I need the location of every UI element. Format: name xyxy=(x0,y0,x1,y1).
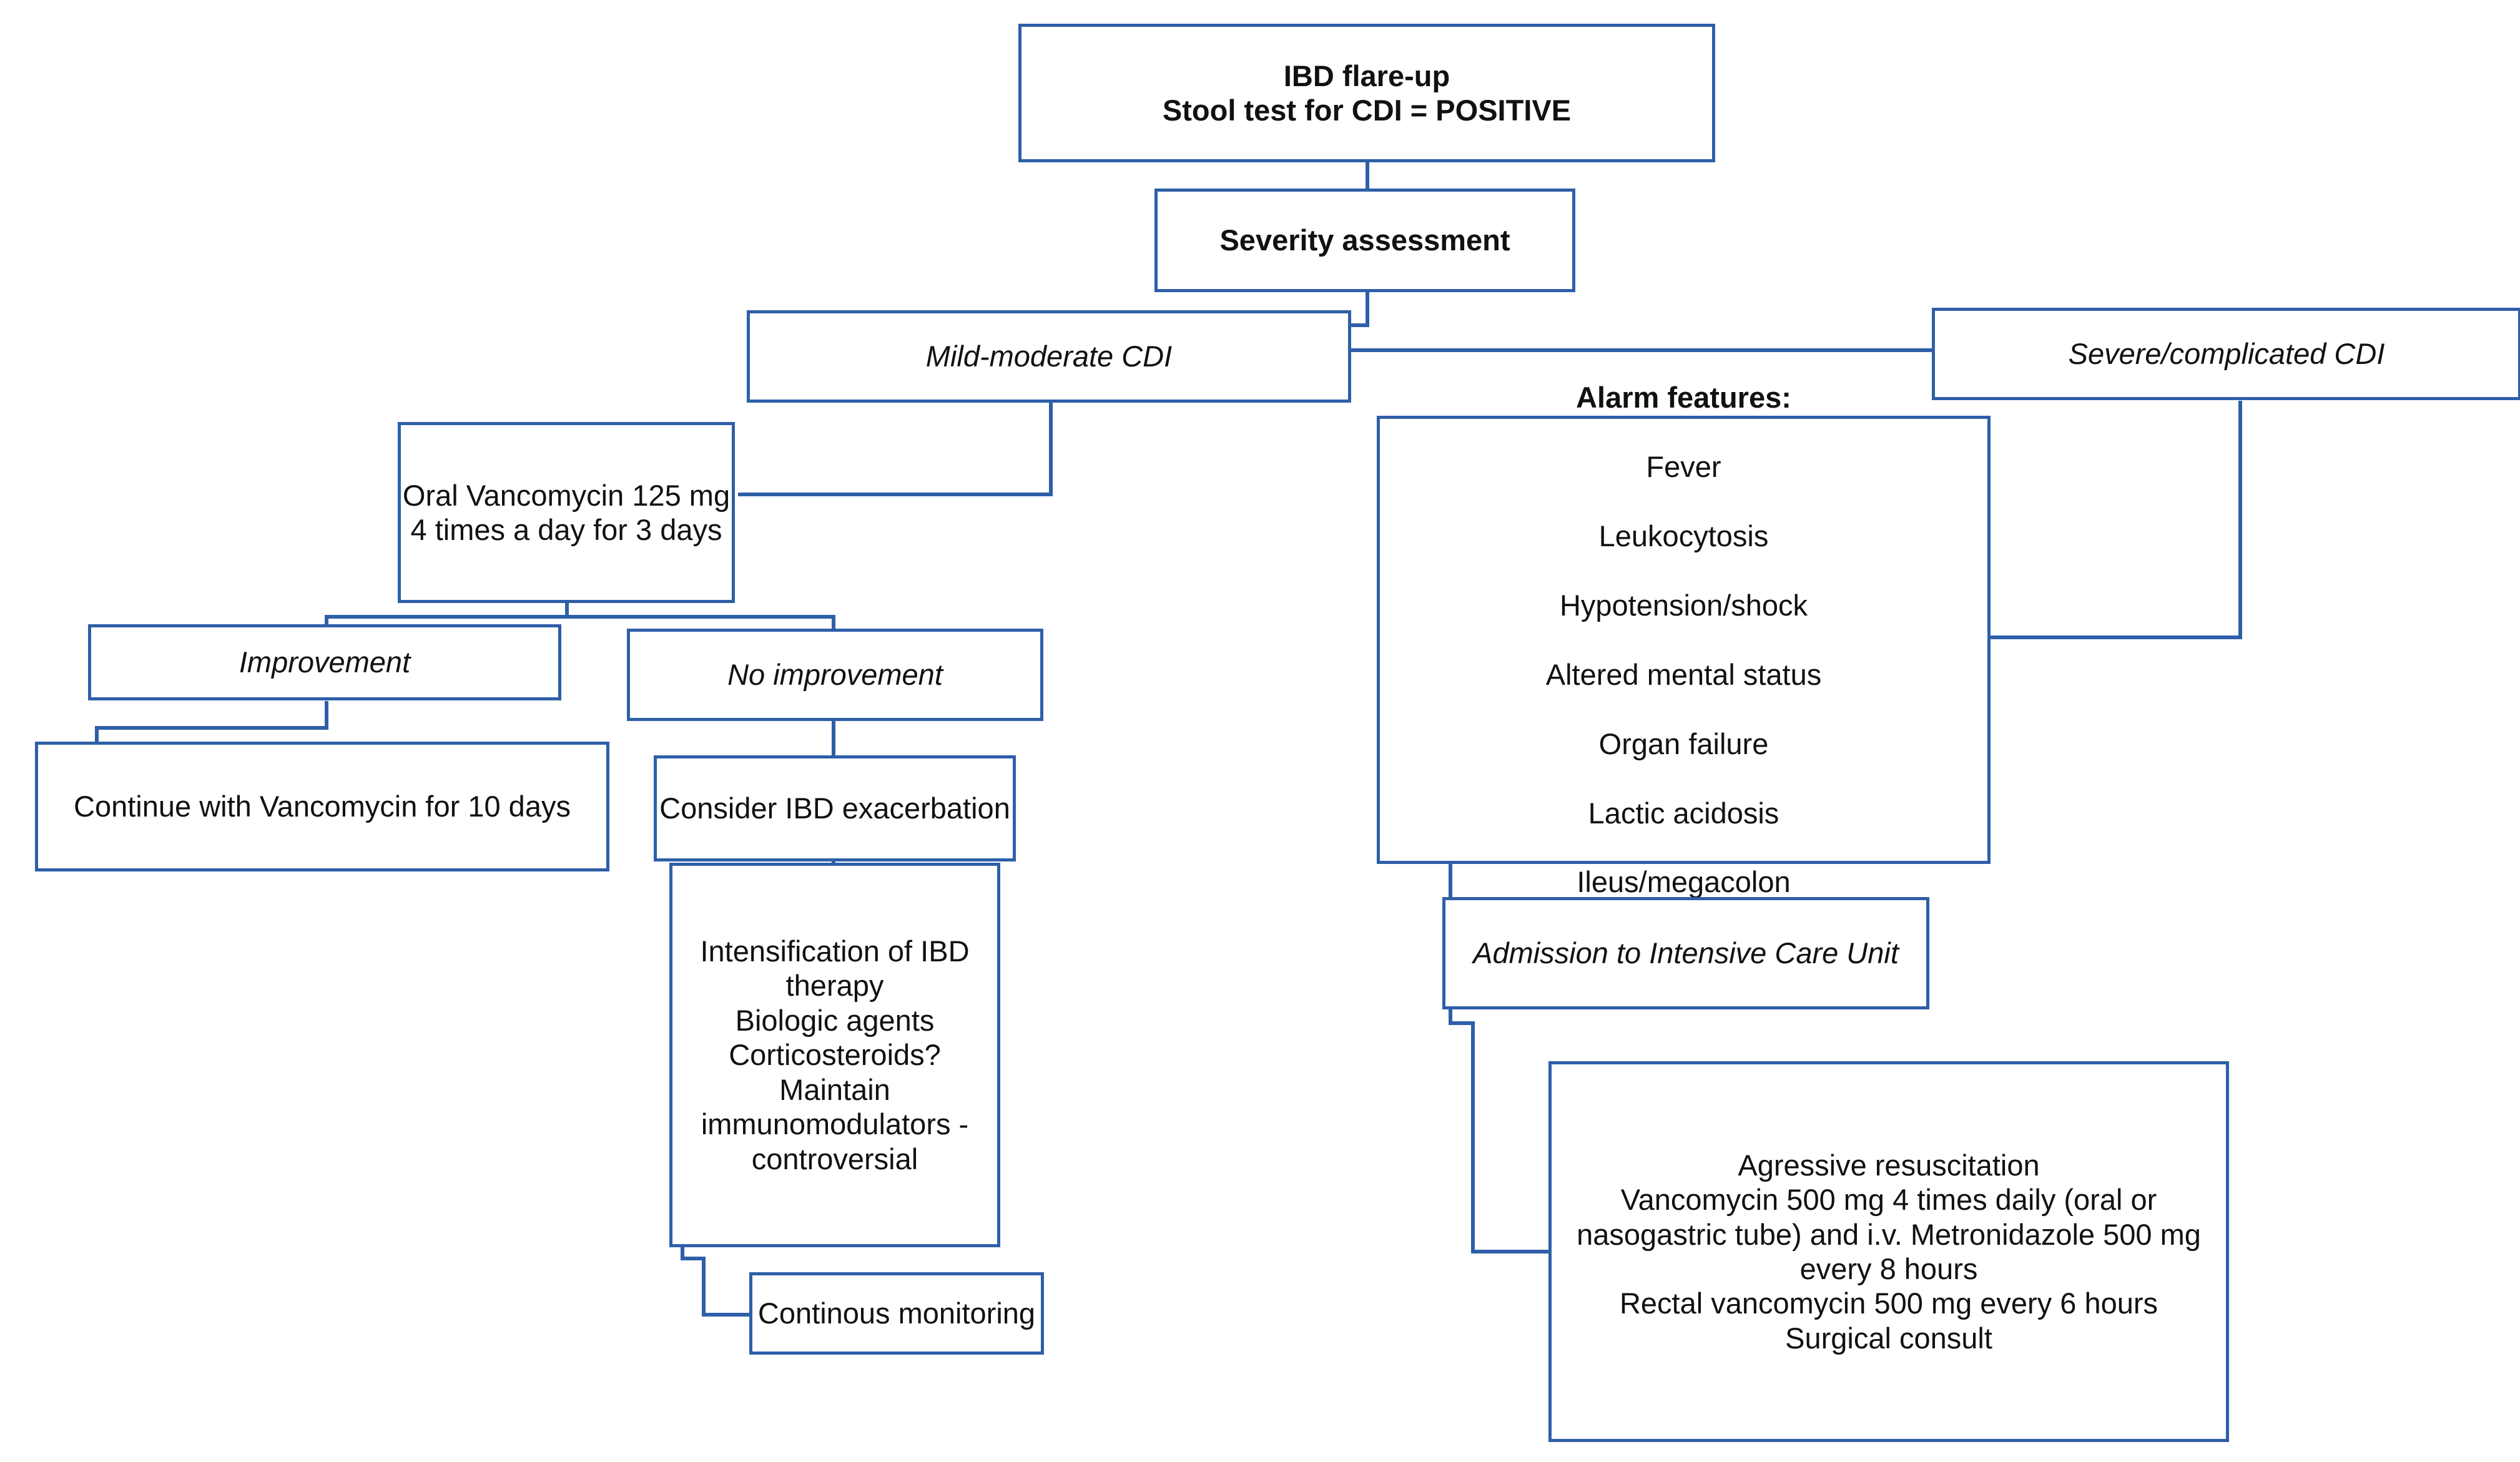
connector-alarm-to-icu xyxy=(1449,861,1452,900)
node-ibd-flare-up: IBD flare-up Stool test for CDI = POSITI… xyxy=(1018,24,1715,162)
connector-severity-split-bus xyxy=(1346,323,1369,327)
connector-oral-vanco-stub xyxy=(565,602,569,619)
node-ibd-flare-up-label: IBD flare-up Stool test for CDI = POSITI… xyxy=(1162,59,1572,127)
node-intensification-ibd-therapy: Intensification of IBD therapy Biologic … xyxy=(669,863,1000,1247)
node-severity-assessment: Severity assessment xyxy=(1154,189,1575,292)
node-no-improvement: No improvement xyxy=(627,629,1043,721)
connector-severe-to-alarm xyxy=(1982,635,2242,639)
alarm-features-item: Lactic acidosis xyxy=(1588,796,1779,830)
node-improvement-label: Improvement xyxy=(239,645,411,679)
node-aggressive-treatment: Agressive resuscitation Vancomycin 500 m… xyxy=(1548,1061,2229,1442)
node-severe-complicated-cdi: Severe/complicated CDI xyxy=(1932,308,2520,400)
alarm-features-title: Alarm features: xyxy=(1576,381,1791,415)
connector-root-to-severity xyxy=(1366,159,1369,189)
node-icu-admission: Admission to Intensive Care Unit xyxy=(1442,897,1929,1009)
node-no-improvement-label: No improvement xyxy=(727,658,943,692)
alarm-features-content: Alarm features: Fever Leukocytosis Hypot… xyxy=(1380,346,1987,935)
connector-no-improvement-to-consider xyxy=(832,720,835,758)
node-oral-vancomycin-label: Oral Vancomycin 125 mg 4 times a day for… xyxy=(402,478,731,546)
alarm-features-item: Fever xyxy=(1646,450,1721,484)
connector-to-severe-complicated xyxy=(1346,348,1939,352)
connector-severity-stub xyxy=(1366,290,1369,326)
connector-icu-stub xyxy=(1449,1007,1452,1024)
node-aggressive-treatment-label: Agressive resuscitation Vancomycin 500 m… xyxy=(1577,1148,2201,1355)
connector-continue-drop xyxy=(95,726,99,745)
connector-to-improvement xyxy=(325,615,328,627)
alarm-features-item: Organ failure xyxy=(1598,727,1769,760)
node-severity-assessment-label: Severity assessment xyxy=(1219,223,1510,257)
alarm-features-item: Ileus/megacolon xyxy=(1577,865,1791,899)
connector-mild-moderate-stub xyxy=(1049,403,1053,496)
connector-severe-stub xyxy=(2238,401,2242,639)
connector-oral-vanco-split-bus xyxy=(325,615,835,619)
node-oral-vancomycin: Oral Vancomycin 125 mg 4 times a day for… xyxy=(398,422,735,603)
node-improvement: Improvement xyxy=(88,624,561,700)
connector-aggressive-drop xyxy=(1471,1021,1475,1253)
node-mild-moderate-cdi-label: Mild-moderate CDI xyxy=(925,340,1173,373)
node-continue-vancomycin-label: Continue with Vancomycin for 10 days xyxy=(74,790,571,823)
connector-to-no-improvement xyxy=(832,615,835,630)
node-severe-complicated-cdi-label: Severe/complicated CDI xyxy=(2068,337,2385,371)
node-consider-ibd-exacerbation: Consider IBD exacerbation xyxy=(654,755,1016,861)
connector-to-aggressive xyxy=(1471,1250,1551,1253)
connector-to-continous-monitoring xyxy=(702,1313,752,1317)
alarm-features-item: Altered mental status xyxy=(1545,657,1822,691)
connector-improvement-to-continue xyxy=(95,726,328,730)
connector-intensification-bus xyxy=(681,1257,706,1260)
node-continue-vancomycin: Continue with Vancomycin for 10 days xyxy=(35,742,609,871)
node-mild-moderate-cdi: Mild-moderate CDI xyxy=(747,310,1351,403)
node-consider-ibd-exacerbation-label: Consider IBD exacerbation xyxy=(659,792,1010,825)
node-icu-admission-label: Admission to Intensive Care Unit xyxy=(1473,936,1899,970)
connector-mild-moderate-to-oral-vanco xyxy=(738,493,1053,496)
alarm-features-item: Hypotension/shock xyxy=(1559,588,1808,622)
node-intensification-ibd-therapy-label: Intensification of IBD therapy Biologic … xyxy=(700,934,970,1175)
node-continous-monitoring: Continous monitoring xyxy=(749,1272,1044,1355)
node-alarm-features: Alarm features: Fever Leukocytosis Hypot… xyxy=(1377,381,1991,898)
node-continous-monitoring-label: Continous monitoring xyxy=(757,1297,1036,1330)
connector-intensification-stub xyxy=(681,1245,684,1260)
connector-improvement-stub xyxy=(325,701,328,729)
connector-icu-bus xyxy=(1449,1021,1475,1025)
connector-monitoring-drop xyxy=(702,1257,706,1317)
alarm-features-item: Leukocytosis xyxy=(1598,519,1769,552)
